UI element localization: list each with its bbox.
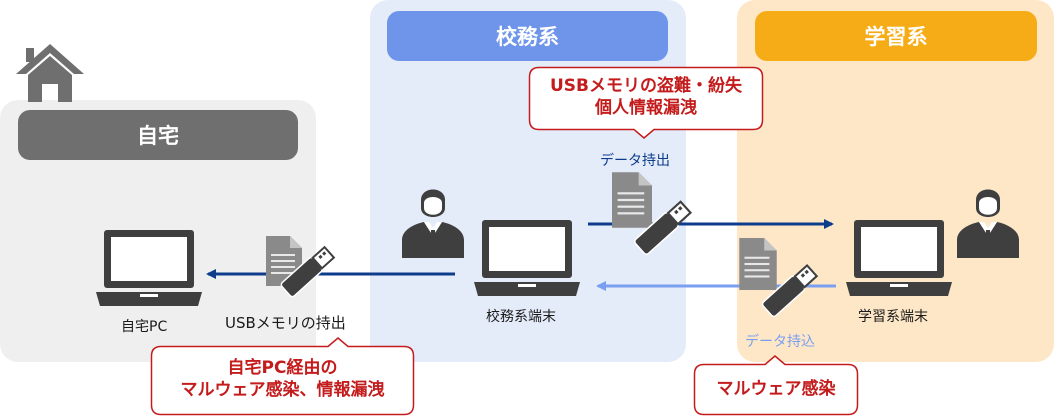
learning-terminal-label: 学習系端末: [858, 309, 928, 325]
risk-usb-theft-line2: 個人情報漏洩: [595, 98, 697, 118]
document-icon-data-carry-in: [739, 238, 777, 290]
risk-callout-usb-theft: USBメモリの盗難・紛失 個人情報漏洩: [528, 66, 764, 140]
house-icon: [16, 44, 84, 102]
learning-terminal-laptop-icon: [846, 220, 952, 296]
data-carry-in-label: データ持込: [745, 334, 815, 350]
home-pc-label: 自宅PC: [121, 319, 168, 335]
risk-malware-text: マルウェア感染: [716, 379, 836, 399]
school-affairs-zone-header: 校務系: [387, 11, 668, 61]
risk-callout-home-pc: 自宅PC経由の マルウェア感染、情報漏洩: [150, 336, 415, 416]
usb-stick-icon-data-carry-out: [633, 200, 693, 255]
risk-home-pc-line2: マルウェア感染、情報漏洩: [180, 380, 385, 400]
learning-user-person-icon: [957, 189, 1019, 258]
risk-home-pc-line1: 自宅PC経由の: [227, 358, 338, 378]
home-zone-title: 自宅: [137, 124, 179, 148]
learning-zone-header: 学習系: [755, 11, 1037, 61]
school-affairs-zone-title: 校務系: [496, 25, 559, 49]
home-zone-header: 自宅: [18, 110, 298, 160]
data-carry-out-label: データ持出: [600, 153, 670, 169]
school-terminal-label: 校務系端末: [486, 309, 556, 325]
usb-stick-icon-data-carry-in: [761, 263, 819, 318]
learning-zone-title: 学習系: [864, 25, 928, 49]
school-terminal-laptop-icon: [474, 220, 580, 296]
risk-callout-malware: マルウェア感染: [693, 354, 859, 416]
risk-usb-theft-line1: USBメモリの盗難・紛失: [549, 76, 742, 96]
document-icon-data-carry-out: [612, 172, 652, 228]
home-pc-laptop-icon: [96, 230, 202, 306]
usb-stick-icon-home-flow: [280, 245, 336, 298]
usb-carry-out-label: USBメモリの持出: [225, 314, 346, 332]
school-staff-person-icon: [402, 189, 464, 258]
